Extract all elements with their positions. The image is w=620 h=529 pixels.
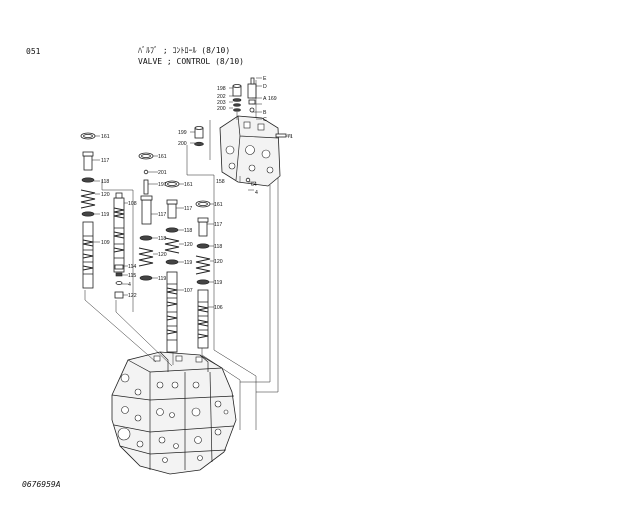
callout-4: 4 <box>255 190 258 196</box>
callout-108: 108 <box>128 201 137 207</box>
callout-120: 120 <box>158 252 167 258</box>
callout-197: 197 <box>158 182 167 188</box>
callout-169: 169 <box>268 96 277 102</box>
callout-leaders <box>92 77 292 308</box>
callout-119: 119 <box>214 280 222 286</box>
callout-64: 64 <box>251 182 257 188</box>
callout-161: 161 <box>101 134 110 140</box>
callout-109: 109 <box>101 240 110 246</box>
callout-119: 119 <box>101 212 109 218</box>
callout-E: E <box>263 76 267 82</box>
callout-203: 203 <box>217 100 226 106</box>
callout-120: 120 <box>101 192 110 198</box>
callout-118: 118 <box>214 244 222 250</box>
cover-housing <box>219 77 287 187</box>
callout-114: 114 <box>128 264 136 270</box>
callout-120: 120 <box>184 242 193 248</box>
callout-161: 161 <box>158 154 167 160</box>
callout-200: 200 <box>178 141 187 147</box>
spool-assembly-4 <box>164 180 180 353</box>
callout-122: 122 <box>128 293 137 299</box>
page-number: 051 <box>26 47 41 56</box>
spool-assembly-5 <box>195 200 211 349</box>
callout-118: 118 <box>101 179 109 185</box>
callout-198: 198 <box>217 86 226 92</box>
callout-D: D <box>263 84 267 90</box>
callout-120: 120 <box>214 259 223 265</box>
assembly-guide-lines <box>84 120 279 430</box>
callout-199: 199 <box>178 130 187 136</box>
spool-assembly-2 <box>113 192 125 299</box>
callout-4: 4 <box>128 282 131 288</box>
callout-A: A <box>263 96 267 102</box>
callout-119: 119 <box>158 276 166 282</box>
callout-71: 71 <box>287 134 293 140</box>
callout-158: 158 <box>216 179 225 185</box>
callout-B: B <box>263 110 267 116</box>
callout-202: 202 <box>217 94 226 100</box>
callout-C: C <box>263 117 267 123</box>
callout-106: 106 <box>214 305 223 311</box>
callout-161: 161 <box>184 182 193 188</box>
title-japanese: ﾊﾞﾙﾌﾞ ; ｺﾝﾄﾛｰﾙ (8/10) <box>138 46 231 55</box>
callout-201: 201 <box>158 170 167 176</box>
callout-119: 119 <box>184 260 192 266</box>
callout-118: 118 <box>158 236 166 242</box>
callout-117: 117 <box>101 158 109 164</box>
title-english: VALVE ; CONTROL (8/10) <box>138 57 244 66</box>
callout-161: 161 <box>214 202 223 208</box>
small-plugs-199-200 <box>194 126 204 147</box>
control-valve-body <box>111 351 237 475</box>
callout-200: 200 <box>217 106 226 112</box>
callout-labels: 161 117 118 120 119 109 108 114 115 4 12… <box>101 76 293 311</box>
callout-107: 107 <box>184 288 193 294</box>
callout-117: 117 <box>214 222 222 228</box>
callout-117: 117 <box>184 206 192 212</box>
callout-115: 115 <box>128 273 136 279</box>
callout-118: 118 <box>184 228 192 234</box>
drawing-number: 0676959A <box>22 480 61 489</box>
callout-117: 117 <box>158 212 166 218</box>
spool-assembly-1 <box>80 132 96 289</box>
